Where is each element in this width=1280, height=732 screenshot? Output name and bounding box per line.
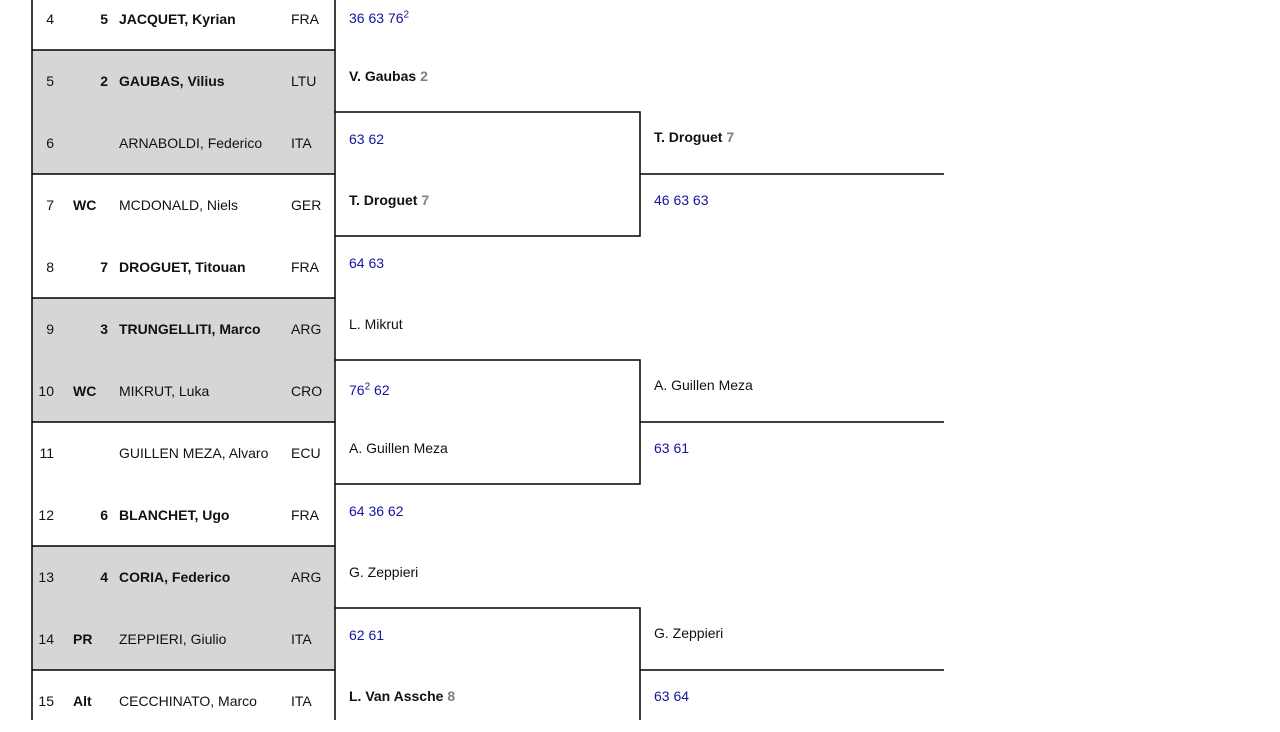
player-row: 4 5 JACQUET, Kyrian FRA: [32, 0, 334, 50]
player-name[interactable]: CECCHINATO, Marco: [119, 693, 257, 709]
seed: Alt: [73, 693, 92, 709]
nationality: ARG: [291, 321, 322, 337]
shade-rows-9-10: [32, 298, 334, 422]
player-name[interactable]: ARNABOLDI, Federico: [119, 135, 263, 151]
nationality: GER: [291, 197, 322, 213]
seed: 7: [100, 259, 108, 275]
seed: 5: [100, 11, 108, 27]
match-score: 46 63 63: [654, 192, 709, 208]
nationality: FRA: [291, 259, 319, 275]
nationality: ECU: [291, 445, 321, 461]
player-name[interactable]: BLANCHET, Ugo: [119, 507, 230, 523]
player-name[interactable]: CORIA, Federico: [119, 569, 231, 585]
match-winner[interactable]: T. Droguet 7: [349, 192, 430, 208]
match-winner[interactable]: G. Zeppieri: [654, 625, 724, 641]
match-winner[interactable]: A. Guillen Meza: [654, 377, 753, 393]
match-winner[interactable]: A. Guillen Meza: [349, 440, 448, 456]
player-row: 14 PR ZEPPIERI, Giulio ITA: [32, 608, 334, 670]
draw-position: 4: [46, 11, 54, 27]
match-score: 63 61: [654, 440, 690, 456]
r2-bracket: [335, 359, 641, 485]
player-name[interactable]: TRUNGELLITI, Marco: [119, 321, 261, 337]
seed: [62, 422, 108, 484]
nationality: ITA: [291, 631, 312, 647]
player-name[interactable]: MIKRUT, Luka: [119, 383, 210, 399]
match-score: 63 62: [349, 131, 385, 147]
seed: PR: [73, 631, 93, 647]
match-score: 64 63: [349, 255, 385, 271]
player-name[interactable]: ZEPPIERI, Giulio: [119, 631, 227, 647]
player-row: 6 ARNABOLDI, Federico ITA: [32, 112, 334, 174]
draw-position: 11: [39, 445, 54, 461]
seed: 3: [100, 321, 108, 337]
seed: WC: [73, 383, 97, 399]
player-name[interactable]: DROGUET, Titouan: [119, 259, 246, 275]
match-score: 63 64: [654, 688, 690, 704]
player-row: 8 7 DROGUET, Titouan FRA: [32, 236, 334, 298]
seed: 6: [100, 507, 108, 523]
player-row: 9 3 TRUNGELLITI, Marco ARG: [32, 298, 334, 360]
player-row: 15 Alt CECCHINATO, Marco ITA: [32, 670, 334, 732]
match-score: 36 63 762: [349, 9, 410, 26]
seed: WC: [73, 197, 97, 213]
player-row: 13 4 CORIA, Federico ARG: [32, 546, 334, 608]
draw-position: 5: [46, 73, 54, 89]
player-row: 7 WC MCDONALD, Niels GER: [32, 174, 334, 236]
seed: [62, 112, 108, 174]
match-winner[interactable]: L. Van Assche 8: [349, 688, 456, 704]
draw-position: 15: [38, 693, 54, 709]
nationality: ITA: [291, 693, 312, 709]
draw-position: 9: [46, 321, 54, 337]
draw-position: 12: [38, 507, 54, 523]
shade-rows-5-6: [32, 50, 334, 174]
seed: 4: [100, 569, 108, 585]
r2-bracket: [335, 607, 641, 720]
draw-position: 14: [38, 631, 54, 647]
draw-position: 8: [46, 259, 54, 275]
player-name[interactable]: GUILLEN MEZA, Alvaro: [119, 445, 269, 461]
shade-rows-13-14: [32, 546, 334, 670]
player-name[interactable]: JACQUET, Kyrian: [119, 11, 236, 27]
draw-position: 6: [46, 135, 54, 151]
player-row: 10 WC MIKRUT, Luka CRO: [32, 360, 334, 422]
player-row: 11 GUILLEN MEZA, Alvaro ECU: [32, 422, 334, 484]
player-row: 5 2 GAUBAS, Vilius LTU: [32, 50, 334, 112]
nationality: CRO: [291, 383, 323, 399]
match-winner[interactable]: G. Zeppieri: [349, 564, 419, 580]
match-score: 64 36 62: [349, 503, 404, 519]
draw-position: 10: [38, 383, 54, 399]
match-score: 762 62: [349, 381, 390, 398]
match-score: 62 61: [349, 627, 385, 643]
match-winner[interactable]: T. Droguet 7: [654, 129, 735, 145]
match-winner[interactable]: L. Mikrut: [349, 316, 403, 332]
player-row: 12 6 BLANCHET, Ugo FRA: [32, 484, 334, 546]
player-name[interactable]: GAUBAS, Vilius: [119, 73, 225, 89]
draw-position: 7: [46, 197, 54, 213]
draw-position: 13: [38, 569, 54, 585]
nationality: FRA: [291, 11, 319, 27]
nationality: ITA: [291, 135, 312, 151]
nationality: FRA: [291, 507, 319, 523]
player-name[interactable]: MCDONALD, Niels: [119, 197, 239, 213]
nationality: ARG: [291, 569, 322, 585]
nationality: LTU: [291, 73, 317, 89]
match-winner[interactable]: V. Gaubas 2: [349, 68, 428, 84]
seed: 2: [100, 73, 108, 89]
